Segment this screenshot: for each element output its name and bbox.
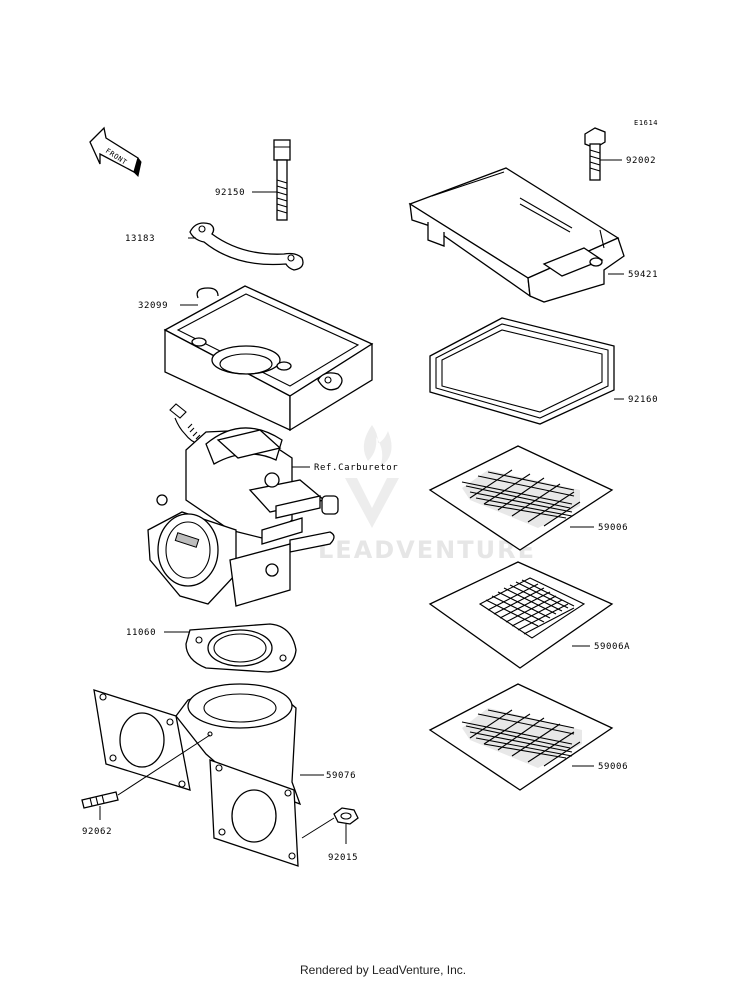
callout-59006a: 59006A xyxy=(594,642,630,652)
footer-credit: Rendered by LeadVenture, Inc. xyxy=(300,963,466,977)
callout-92015: 92015 xyxy=(328,853,358,863)
cover-59421 xyxy=(408,167,625,303)
carburetor xyxy=(147,403,339,607)
callout-ref-carburetor: Ref.Carburetor xyxy=(314,463,398,473)
filter-case-32099 xyxy=(163,285,374,432)
manifold-59076 xyxy=(93,683,302,867)
bolt-92002 xyxy=(584,127,606,181)
callout-59421: 59421 xyxy=(628,270,658,280)
callout-59006-lower: 59006 xyxy=(598,762,628,772)
watermark: LEADVENTURE xyxy=(318,425,536,564)
callout-32099: 32099 xyxy=(138,301,168,311)
bolt-92150 xyxy=(273,139,291,221)
watermark-text: LEADVENTURE xyxy=(318,536,536,564)
stud-92062 xyxy=(81,791,119,809)
nut-92015 xyxy=(333,807,359,825)
front-arrow-icon: FRONT xyxy=(89,126,142,178)
callout-92160: 92160 xyxy=(628,395,658,405)
diagram-code: E1614 xyxy=(634,119,658,127)
callout-92002: 92002 xyxy=(626,156,656,166)
callout-59076: 59076 xyxy=(326,771,356,781)
callout-92062: 92062 xyxy=(82,827,112,837)
gasket-11060 xyxy=(185,623,297,673)
bracket-13183 xyxy=(189,222,304,271)
seal-92160 xyxy=(429,317,615,425)
callout-59006-upper: 59006 xyxy=(598,523,628,533)
screen-59006-upper xyxy=(428,445,614,551)
screen-59006a-middle xyxy=(428,561,614,669)
callout-92150: 92150 xyxy=(215,188,245,198)
callout-11060: 11060 xyxy=(126,628,156,638)
screen-59006-lower xyxy=(428,683,614,791)
callout-13183: 13183 xyxy=(125,234,155,244)
